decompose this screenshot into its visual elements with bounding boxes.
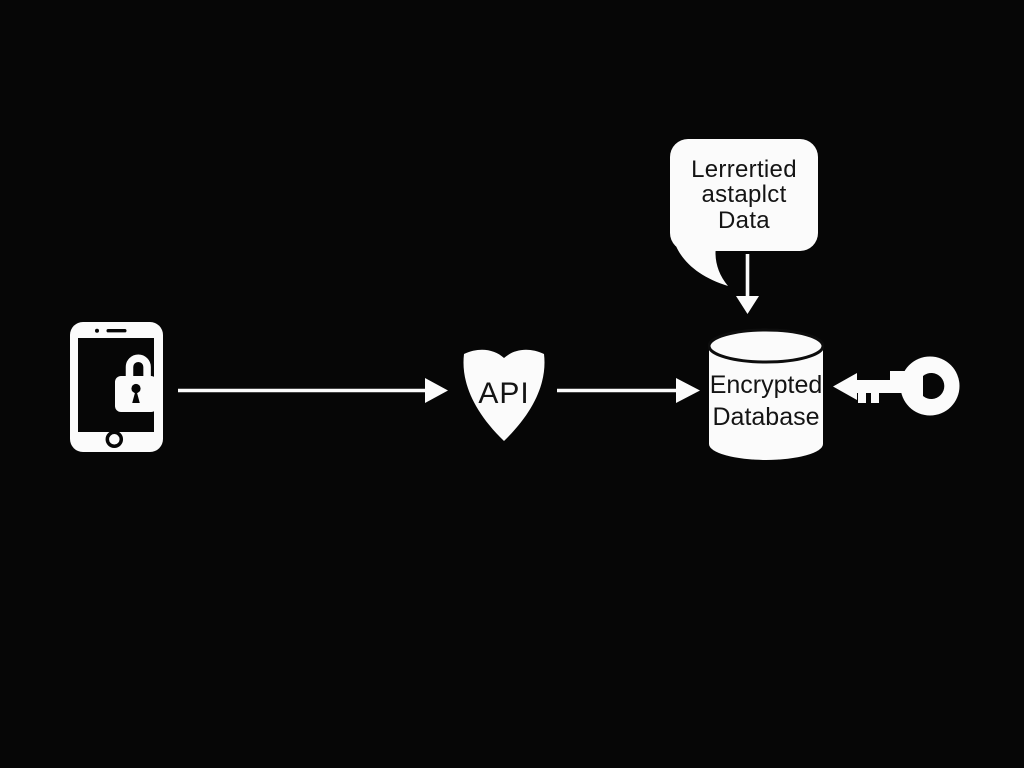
key-tooth <box>871 393 879 403</box>
phone-camera-dot <box>95 328 99 333</box>
phone-home-button <box>105 430 124 449</box>
callout-line: Data <box>718 206 770 234</box>
arrow-phone-to-api <box>178 378 448 403</box>
database-label-line: Encrypted <box>709 371 823 399</box>
arrow-api-to-database <box>557 378 700 403</box>
smartphone-lock-icon <box>70 322 163 452</box>
database-label-line: Database <box>712 402 820 431</box>
arrow-head-right-icon <box>425 378 448 403</box>
api-label: API <box>478 377 530 410</box>
key-bow-hole <box>923 373 945 399</box>
arrow-callout-to-database <box>736 254 759 314</box>
cylinder-top <box>708 328 824 364</box>
key-tip-arrow <box>833 373 857 400</box>
callout-line: Lerrertied <box>691 155 797 183</box>
speech-bubble: Lerrertied astaplct Data <box>670 139 818 251</box>
speech-bubble-tail <box>676 246 728 286</box>
phone-speaker-slit <box>106 329 127 333</box>
callout-line: astaplct <box>701 181 787 209</box>
key-icon <box>833 356 960 416</box>
database-label: Encrypted Database <box>708 370 824 433</box>
padlock-icon <box>115 354 157 412</box>
arrow-head-right-icon <box>676 378 700 403</box>
keyhole <box>132 389 140 403</box>
arrow-head-down-icon <box>736 296 759 314</box>
database-cylinder-icon <box>708 328 824 460</box>
key-tooth <box>858 393 866 403</box>
shield-icon <box>463 349 545 441</box>
